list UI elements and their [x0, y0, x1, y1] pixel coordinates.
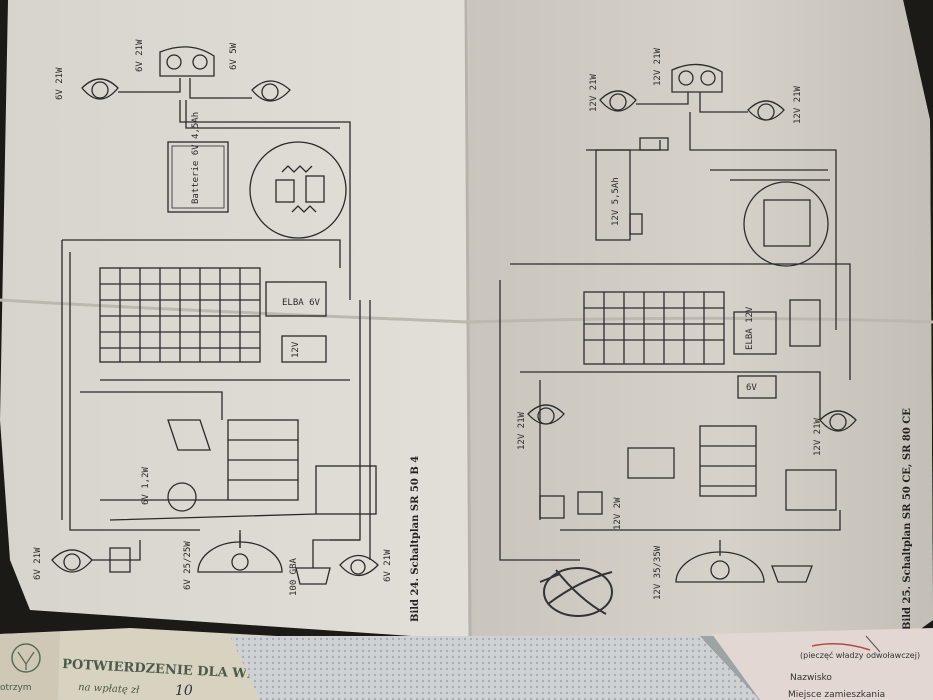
handwritten-cross-mark	[539, 567, 613, 617]
right-wiring-diagram	[499, 63, 857, 583]
label-lamp-top-mid: 6V 21W	[135, 39, 145, 72]
right-diagram-caption: Bild 25. Schaltplan SR 50 CE, SR 80 CE	[902, 408, 913, 630]
eagle-stamp-icon	[11, 643, 41, 673]
label-r-lamp-top-left: 12V 21W	[589, 73, 599, 112]
lamp-top-left-r	[599, 90, 637, 112]
lamp-right-mid-r	[819, 410, 857, 432]
regulator-box-r	[733, 311, 777, 355]
lamp-left-mid-r	[527, 404, 565, 425]
lamp-top-right	[251, 80, 291, 102]
label-r-battery: 12V 5,5Ah	[611, 177, 621, 226]
label-fuse: 100 GBA	[289, 557, 299, 596]
regulator-box	[265, 281, 327, 317]
switch-block-r	[699, 425, 757, 497]
form-paper: (pieczęć władzy odwoławczej) Nazwisko Mi…	[712, 628, 933, 700]
receipt-amount-handwritten: 10	[175, 683, 193, 699]
lamp-top-right-r	[747, 100, 785, 121]
fuse-bowl-left	[295, 567, 331, 585]
lamp-bottom-right	[339, 554, 379, 577]
label-lamp-top-left: 6V 21W	[55, 67, 65, 100]
label-lamp-top-right: 6V 5W	[229, 42, 239, 70]
label-r-lamp-mid: 12V 2W	[613, 497, 623, 530]
lamp-top-mid-r	[671, 63, 723, 93]
lamp-top-mid	[159, 46, 215, 77]
right-switch-cluster	[315, 465, 377, 515]
battery-box-r	[595, 149, 631, 241]
generator-circle	[249, 141, 347, 239]
generator-circle-r	[743, 181, 829, 267]
left-diagram-caption: Bild 24. Schaltplan SR 50 B 4	[410, 456, 421, 622]
label-r-headlamp: 12V 35/35W	[653, 545, 663, 600]
label-r-lamp-top-right: 12V 21W	[793, 85, 803, 124]
label-battery: Batterie 6V 4,5Ah	[191, 112, 201, 204]
vertical-fold	[464, 0, 472, 641]
form-line-1: (pieczęć władzy odwoławczej)	[800, 650, 920, 660]
label-r-lamp-top-mid: 12V 21W	[653, 47, 663, 86]
label-lamp-mid: 6V 1,2W	[141, 466, 151, 505]
connector-block-r	[583, 291, 725, 365]
lamp-top-left	[81, 78, 119, 100]
label-headlamp: 6V 25/25W	[183, 541, 193, 590]
receipt-line: na wpłatę zł	[78, 682, 141, 696]
form-line-2: Nazwisko	[790, 673, 832, 683]
right-switch-cluster-r	[785, 469, 837, 511]
perforated-metal-tray	[230, 636, 760, 700]
receipt-side-text: otrzym	[0, 683, 32, 693]
horizontal-fold	[0, 298, 933, 324]
label-lamp-bottom-left: 6V 21W	[33, 547, 43, 580]
label-r-lamp-left-mid: 12V 21W	[517, 411, 527, 450]
headlamp-right	[675, 540, 765, 583]
battery-box	[167, 141, 229, 213]
bowl-right	[771, 565, 813, 583]
label-regulator: ELBA 6V	[282, 298, 321, 308]
label-reg-12v: 12V	[291, 341, 301, 358]
red-stamp-mark	[811, 643, 871, 651]
label-r-regulator: ELBA 12V	[745, 306, 755, 350]
label-r-lamp-right-mid: 12V 21W	[813, 417, 823, 456]
label-lamp-bottom-right: 6V 21W	[383, 549, 393, 582]
left-wiring-diagram	[51, 46, 379, 585]
form-line-3: Miejsce zamieszkania	[788, 690, 885, 700]
label-r-reg-6v: 6V	[746, 383, 757, 393]
